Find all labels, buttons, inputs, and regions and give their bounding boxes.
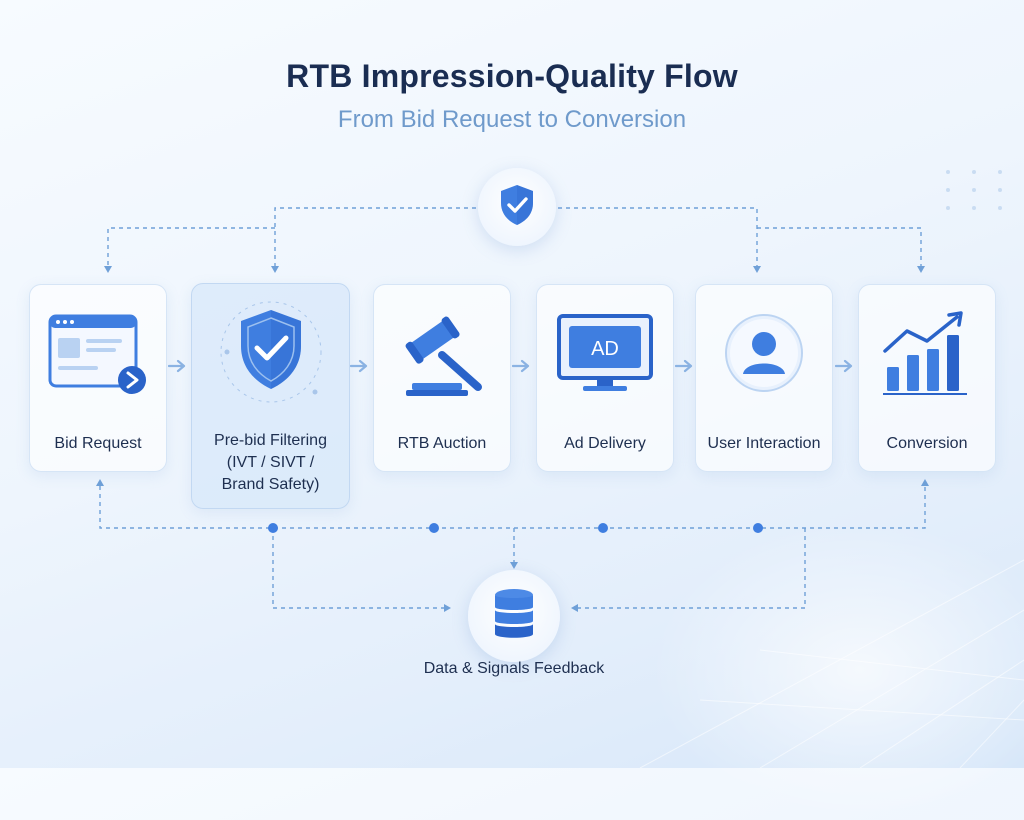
flow-arrow-icon [834,358,855,374]
browser-window-icon [30,303,166,403]
step-conversion[interactable]: Conversion [858,284,996,472]
flow-arrow-icon [511,358,532,374]
page-title: RTB Impression-Quality Flow [286,58,738,94]
step-pre-bid-filtering[interactable]: Pre-bid Filtering (IVT / SIVT / Brand Sa… [191,283,350,509]
step-label: Bid Request [54,435,142,452]
step-label: RTB Auction [397,435,487,452]
step-label: Ad Delivery [564,435,646,452]
user-avatar-icon [696,303,832,403]
feedback-hub [468,570,560,662]
verification-hub [478,168,556,246]
step-ad-delivery[interactable]: AD Ad Delivery [536,284,674,472]
step-user-interaction[interactable]: User Interaction [695,284,833,472]
step-label: Pre-bid Filtering (IVT / SIVT / Brand Sa… [214,432,327,493]
flow-arrow-icon [167,358,188,374]
feedback-label: Data & Signals Feedback [423,660,605,677]
ad-screen-text: AD [591,338,619,360]
monitor-ad-icon: AD [537,303,673,403]
step-label: User Interaction [707,435,821,452]
shield-check-icon [192,301,349,403]
step-label: Conversion [886,435,968,452]
flow-arrow-icon [349,358,370,374]
step-bid-request[interactable]: Bid Request [29,284,167,472]
bar-chart-growth-icon [859,303,995,403]
gavel-icon [374,303,510,403]
page-subtitle: From Bid Request to Conversion [337,106,687,133]
shield-check-icon [497,183,537,232]
flow-arrow-icon [674,358,695,374]
background-glow [650,520,1024,820]
database-icon [491,587,537,646]
step-rtb-auction[interactable]: RTB Auction [373,284,511,472]
